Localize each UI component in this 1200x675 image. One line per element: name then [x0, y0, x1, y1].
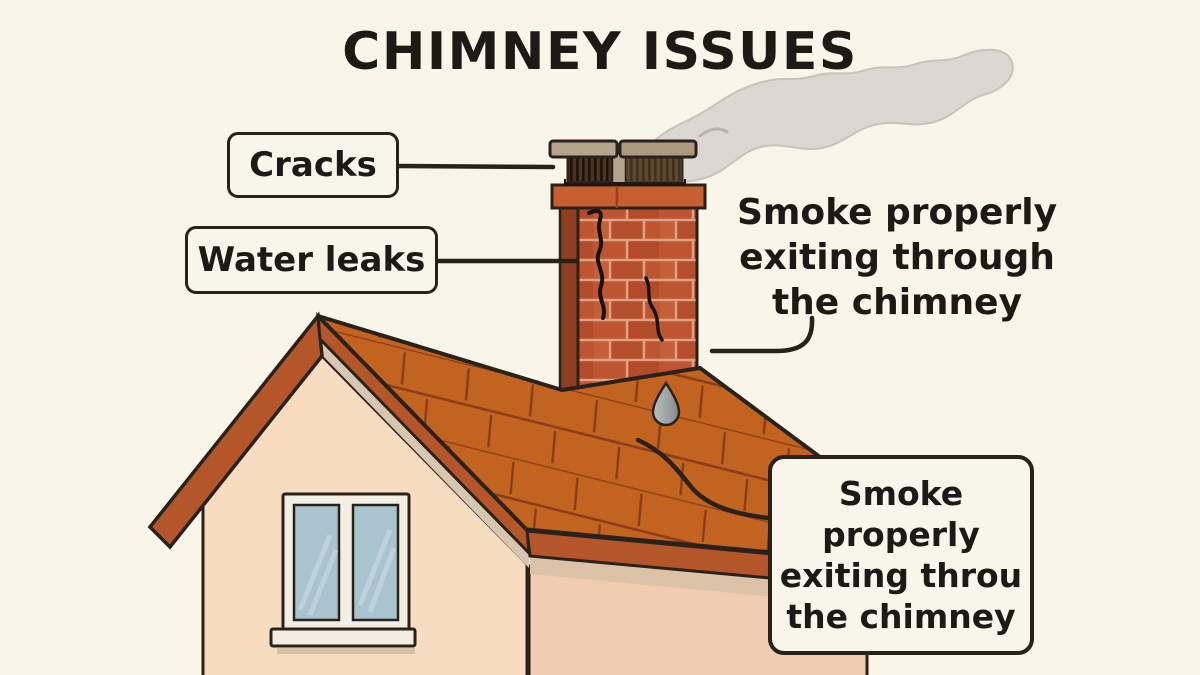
crack-marks-icon: [587, 209, 664, 342]
water-leaks-callout: Water leaks: [185, 226, 438, 294]
smoke-exit-note: Smoke properly exiting through the chimn…: [736, 192, 1058, 323]
left-rake-band: [147, 311, 324, 550]
cracks-connector-line: [396, 163, 556, 170]
water-leaks-label: Water leaks: [197, 240, 426, 280]
rake-soffit: [320, 338, 529, 568]
chimney-cap-left: [566, 154, 614, 184]
chimney-crown-left: [548, 139, 619, 159]
smoke-note-connector-line: [709, 315, 815, 354]
cracks-label: Cracks: [249, 145, 377, 185]
page-title: CHIMNEY ISSUES: [342, 22, 858, 82]
callout-connectors: [396, 163, 815, 521]
chimney-top: [548, 139, 707, 210]
window: [269, 492, 417, 654]
water-drop-icon: [651, 380, 681, 427]
window-sill: [269, 627, 417, 648]
chimney-band: [550, 183, 707, 210]
chimney-crown-right: [618, 139, 698, 159]
smoke-box-connector-line: [635, 437, 771, 521]
smoke-plume-icon: [643, 48, 1014, 183]
smoke-exit-callout: Smoke properly exiting throu the chimney: [768, 455, 1034, 655]
cracks-callout: Cracks: [227, 132, 399, 198]
